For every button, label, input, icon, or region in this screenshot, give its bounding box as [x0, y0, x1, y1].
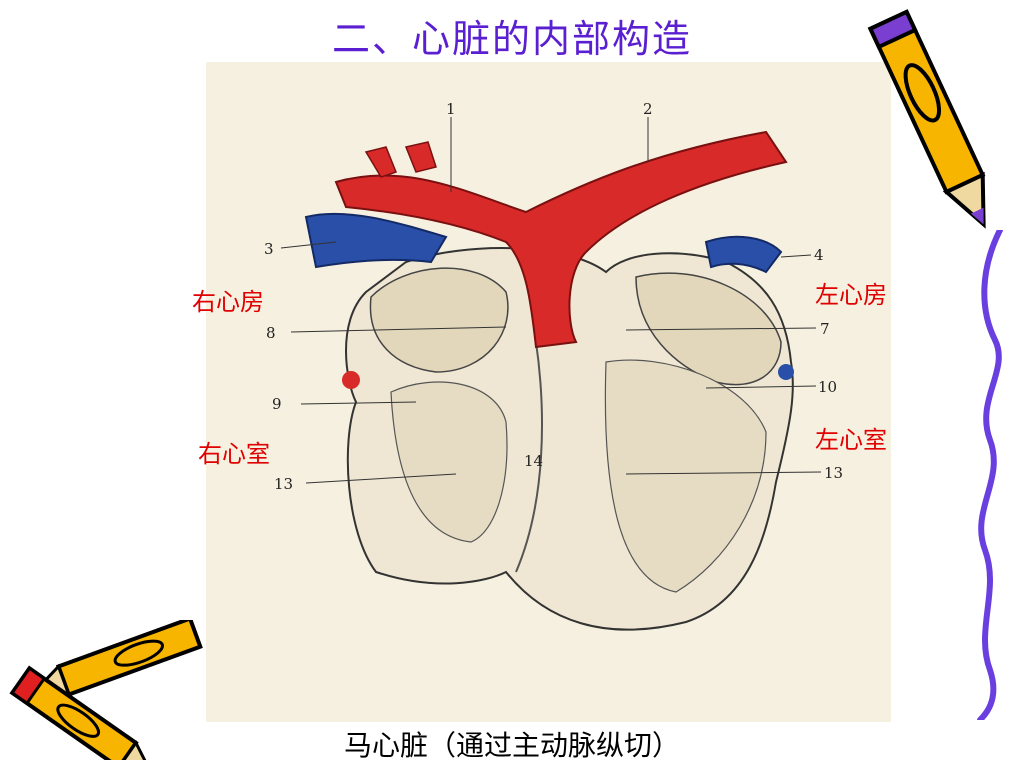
number-1: 1: [446, 100, 456, 118]
vena-cava: [304, 212, 448, 269]
number-3: 3: [264, 240, 274, 258]
label-left-atrium: 左心房: [815, 281, 887, 309]
septum: [515, 341, 543, 573]
aorta-branch: [364, 141, 437, 178]
number-10: 10: [818, 378, 837, 396]
aorta: [334, 130, 788, 349]
number-2: 2: [643, 100, 653, 118]
small-vessel-right: [342, 371, 360, 389]
number-14: 14: [524, 452, 543, 470]
pencil-icon: [867, 9, 986, 229]
number-8: 8: [266, 324, 276, 342]
number-9: 9: [272, 395, 282, 413]
small-vessel-left: [778, 364, 794, 380]
pulmonary-vein: [704, 235, 783, 274]
leader-lines: [280, 117, 822, 484]
number-7: 7: [820, 320, 830, 338]
number-13-left: 13: [274, 475, 293, 493]
label-left-ventricle: 左心室: [815, 426, 887, 454]
heart-diagram: 1 2 3 4 7 8 9 10 13 13 14: [206, 62, 891, 722]
slide-title: 二、心脏的内部构造: [331, 17, 692, 61]
right-atrium-shape: [369, 267, 509, 373]
right-ventricle-shape: [390, 381, 508, 543]
heart-illustration: 1 2 3 4 7 8 9 10 13 13 14: [264, 100, 843, 631]
crossed-pencils-icon: [9, 620, 203, 760]
number-4: 4: [814, 246, 824, 264]
figure-caption: 马心脏（通过主动脉纵切）: [343, 729, 680, 762]
squiggle-line: [977, 230, 1003, 720]
number-13-right: 13: [824, 464, 843, 482]
left-ventricle-shape: [604, 359, 767, 593]
label-right-atrium: 右心房: [192, 288, 264, 316]
label-right-ventricle: 右心室: [198, 440, 270, 468]
